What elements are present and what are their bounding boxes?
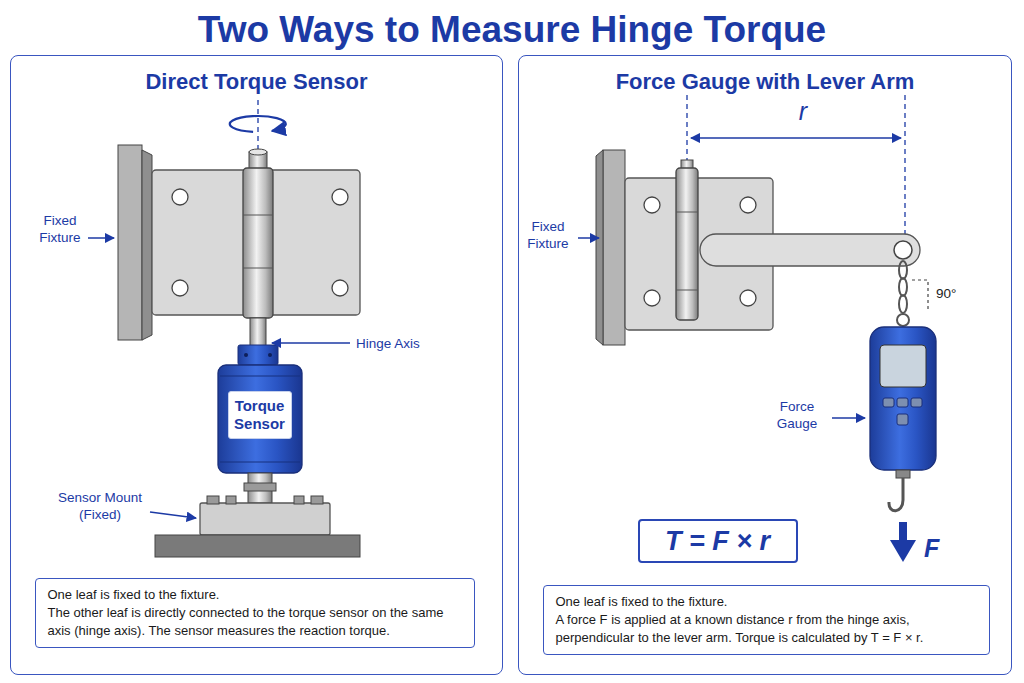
axis-label: Hinge Axis [356,335,420,352]
method-panel: Force Gauge with Lever Arm T = F × r One l… [518,55,1012,675]
part-label: Force Gauge [767,398,827,432]
node-text: Torque Sensor [231,397,289,433]
dimension-label: r [799,96,807,126]
diagram-title: Two Ways to Measure Hinge Torque [0,7,1024,53]
left-illustration [88,100,360,557]
part-label: Fixed Fixture [32,212,88,246]
method-panel: Direct Torque SensorTorque SensorOne lea… [10,55,503,675]
force-label: F [924,533,939,563]
panel-heading: Force Gauge with Lever Arm [519,68,1011,96]
node-text: One leaf is fixed to the fixture. [556,593,977,611]
part-label: Sensor Mount (Fixed) [50,489,150,523]
caption-box: One leaf is fixed to the fixture.The oth… [35,578,475,648]
panel-heading: Direct Torque Sensor [11,68,502,96]
part-label: Fixed Fixture [520,218,576,252]
node-text: T = F × r [658,524,778,558]
right-illustration [578,95,936,562]
caption-box: One leaf is fixed to the fixture.A force… [543,585,990,655]
sensor-label-box: Torque Sensor [228,391,292,439]
formula-box: T = F × r [638,519,798,563]
node-text: The other leaf is directly connected to … [48,604,462,640]
angle-label: 90° [936,285,956,302]
node-text: One leaf is fixed to the fixture. [48,586,462,604]
node-text: A force F is applied at a known distance… [556,611,977,647]
